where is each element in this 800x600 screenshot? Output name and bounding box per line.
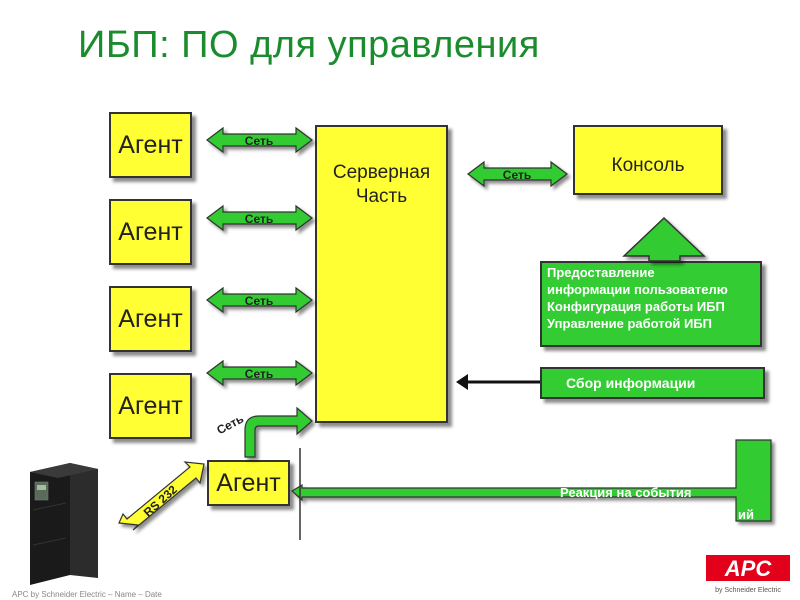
console-box: Консоль xyxy=(573,125,723,195)
info-up-arrow xyxy=(622,216,706,262)
apc-logo-text: APC xyxy=(724,556,773,581)
reaction-label-overflow: ий xyxy=(738,507,754,522)
agent-label: Агент xyxy=(118,217,183,246)
agent-label: Агент xyxy=(118,391,183,420)
collect-info-box: Сбор информации xyxy=(540,367,765,399)
agent-box-4: Агент xyxy=(109,373,192,439)
network-arrow-bent xyxy=(244,406,313,458)
page-title: ИБП: ПО для управления xyxy=(78,24,540,66)
network-arrow-console: Сеть xyxy=(467,160,568,188)
agent-label: Агент xyxy=(118,304,183,333)
server-label-line1: Серверная xyxy=(332,162,431,183)
apc-logo-subtext: by Schneider Electric xyxy=(715,587,781,594)
agent-box-5: Агент xyxy=(207,460,290,506)
agent-label: Агент xyxy=(118,130,183,159)
network-arrow-1: Сеть xyxy=(206,126,313,154)
network-label: Сеть xyxy=(245,367,273,381)
reaction-arrow xyxy=(290,439,772,522)
server-label-line2: Часть xyxy=(355,186,408,207)
footer-text: APC by Schneider Electric – Name – Date xyxy=(12,590,162,599)
network-label-bent: Сеть xyxy=(214,412,246,438)
network-arrow-3: Сеть xyxy=(206,286,313,314)
rs232-arrow xyxy=(118,461,205,531)
network-label: Сеть xyxy=(503,168,531,182)
collect-info-label: Сбор информации xyxy=(566,375,696,391)
network-label: Сеть xyxy=(245,294,273,308)
console-label: Консоль xyxy=(611,155,685,176)
apc-logo: APC by Schneider Electric xyxy=(706,555,790,594)
agent-label: Агент xyxy=(216,468,281,497)
server-part-box: Серверная Часть xyxy=(315,125,448,423)
network-arrow-4: Сеть xyxy=(206,359,313,387)
ups-device-image xyxy=(30,463,98,585)
agent-box-2: Агент xyxy=(109,199,192,265)
agent-box-3: Агент xyxy=(109,286,192,352)
collect-arrow xyxy=(456,374,540,390)
network-arrow-2: Сеть xyxy=(206,204,313,232)
network-label: Сеть xyxy=(245,212,273,226)
rs232-label: RS 232 xyxy=(141,482,180,519)
network-label: Сеть xyxy=(245,134,273,148)
reaction-label: Реакция на события xyxy=(560,485,692,500)
user-info-box: Предоставление информации пользователю К… xyxy=(540,261,762,347)
agent-box-1: Агент xyxy=(109,112,192,178)
